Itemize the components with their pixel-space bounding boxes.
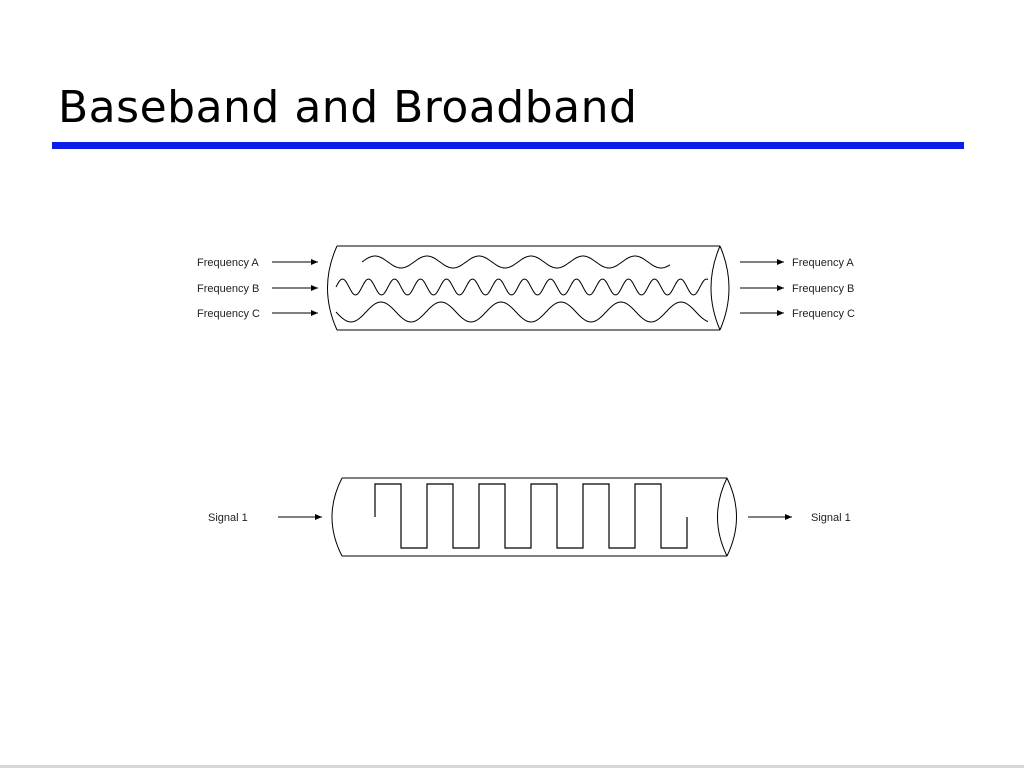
slide-footer-line — [0, 765, 1024, 768]
broadband-input-label: Frequency C — [197, 308, 260, 320]
frequency-c-wave — [335, 301, 709, 323]
baseband-cable — [331, 477, 737, 557]
broadband-diagram: Frequency A Frequency B Frequency C Freq… — [197, 245, 855, 331]
baseband-output-label: Signal 1 — [811, 512, 851, 524]
frequency-a-wave — [361, 255, 671, 269]
broadband-output-label: Frequency B — [792, 283, 854, 295]
broadband-cable — [327, 245, 730, 331]
baseband-diagram: Signal 1 Signal 1 — [208, 477, 851, 557]
broadband-output-label: Frequency A — [792, 257, 854, 269]
broadband-output-label: Frequency C — [792, 308, 855, 320]
broadband-input-label: Frequency B — [197, 283, 259, 295]
digital-square-wave — [374, 483, 688, 549]
broadband-input-label: Frequency A — [197, 257, 259, 269]
slide-title: Baseband and Broadband — [58, 82, 638, 133]
title-underline — [52, 142, 964, 149]
frequency-b-wave — [335, 278, 709, 296]
baseband-input-label: Signal 1 — [208, 512, 248, 524]
